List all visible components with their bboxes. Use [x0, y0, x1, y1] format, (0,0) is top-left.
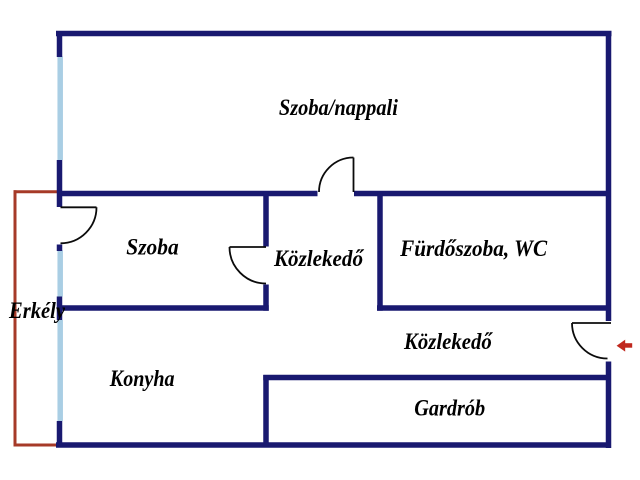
svg-text:Közlekedő: Közlekedő — [273, 246, 364, 271]
svg-text:Gardrób: Gardrób — [414, 395, 485, 420]
svg-text:Közlekedő: Közlekedő — [403, 329, 493, 354]
svg-text:Fürdőszoba, WC: Fürdőszoba, WC — [399, 236, 548, 261]
svg-text:Szoba: Szoba — [126, 234, 178, 259]
svg-text:Szoba/nappali: Szoba/nappali — [279, 95, 399, 120]
svg-text:Konyha: Konyha — [109, 366, 175, 391]
svg-text:Erkély: Erkély — [8, 298, 66, 323]
